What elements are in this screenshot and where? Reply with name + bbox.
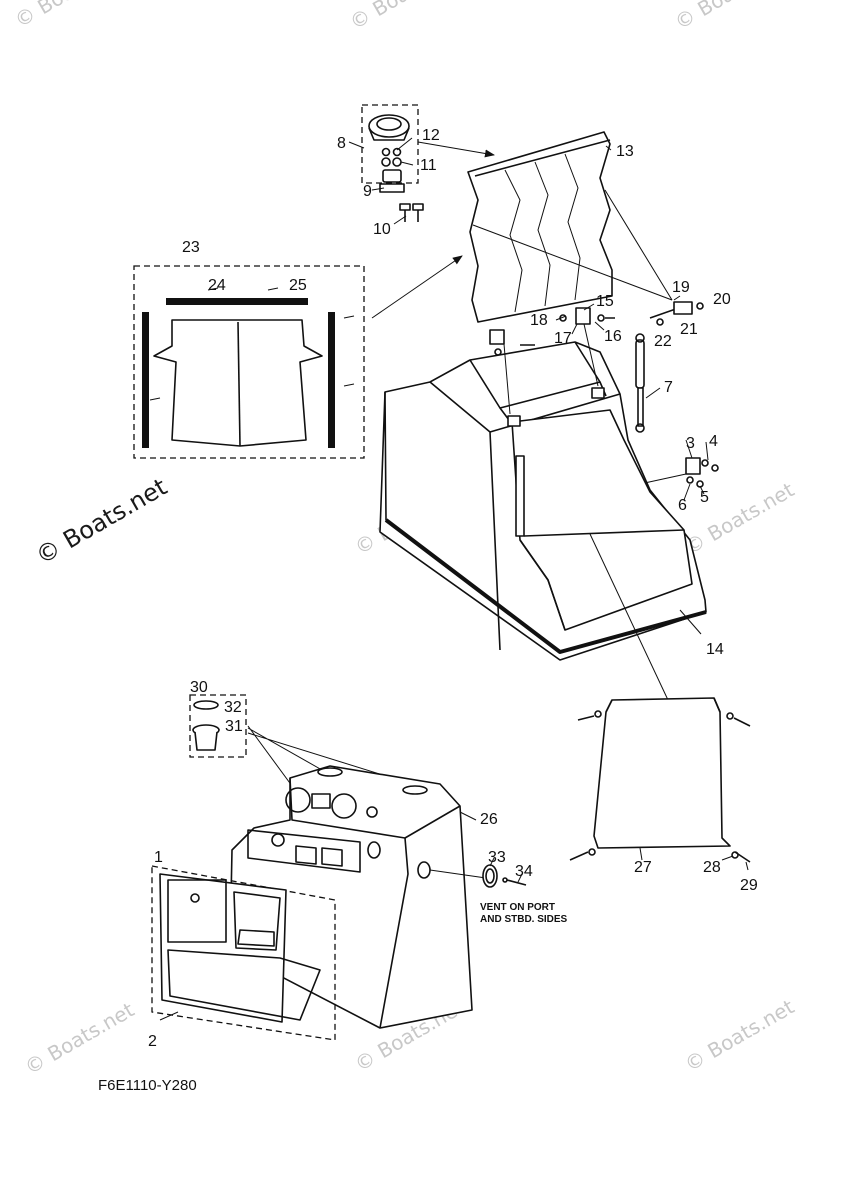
callout-22: 22 [654,333,672,350]
gas-strut [635,333,645,433]
cup-holder [189,694,416,791]
watermark: © Boats.net [681,994,799,1076]
lower-console [229,765,487,1029]
callout-labels: 1 2 3 4 5 6 7 8 9 10 11 12 13 14 15 16 1… [148,127,758,1050]
callout-17: 17 [554,330,572,347]
callout-16: 16 [604,328,622,345]
vent-note-line1: VENT ON PORT [480,902,555,913]
watermark: © Boats.net [346,0,464,34]
callout-25: 25 [289,277,307,294]
callout-2: 2 [148,1033,157,1050]
callout-33: 33 [488,849,506,866]
callout-4: 4 [709,433,718,450]
callout-15: 15 [596,293,614,310]
callout-18: 18 [530,312,548,329]
callout-14: 14 [706,641,724,658]
callout-8: 8 [337,135,346,152]
callout-32: 32 [224,699,242,716]
callout-7: 7 [664,379,673,396]
callout-21: 21 [680,321,698,338]
callout-11: 11 [420,157,437,174]
callout-24: 24 [208,277,226,294]
leader-lines [348,137,749,883]
callout-10: 10 [373,221,391,238]
callout-5: 5 [700,489,709,506]
callout-19: 19 [672,279,690,296]
watermark: © Boats.net [671,0,789,34]
watermark: © Boats.net [31,473,172,570]
vent [482,864,527,888]
callout-23: 23 [182,239,200,256]
callout-34: 34 [515,863,533,880]
callout-27: 27 [634,859,652,876]
seal-set [133,255,463,459]
callout-29: 29 [740,877,758,894]
watermark: © Boats.net [11,0,129,32]
callout-26: 26 [480,811,498,828]
callout-6: 6 [678,497,687,514]
callout-20: 20 [713,291,731,308]
callout-31: 31 [225,718,243,735]
vent-note: VENT ON PORT AND STBD. SIDES [480,902,568,925]
diagram-code: F6E1110-Y280 [98,1077,197,1094]
bottom-panel [569,697,751,863]
watermark: © Boats.net [681,477,799,559]
callout-28: 28 [703,859,721,876]
callout-9: 9 [363,183,372,200]
callout-12: 12 [422,127,440,144]
callout-30: 30 [190,679,208,696]
callout-1: 1 [154,849,163,866]
hatch-lid [467,131,673,323]
latch-hardware [639,457,719,488]
callout-13: 13 [616,143,634,160]
front-panel [151,865,336,1041]
watermark: © Boats.net [21,997,139,1079]
console-shell [379,323,707,701]
vent-note-line2: AND STBD. SIDES [480,914,568,925]
callout-3: 3 [686,435,695,452]
handle-assembly [361,104,495,222]
